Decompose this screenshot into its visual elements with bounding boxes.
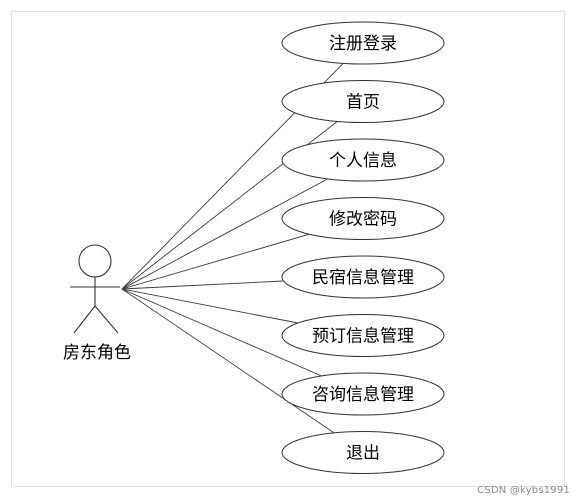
use-case-ellipse xyxy=(281,255,445,299)
watermark: CSDN @kybs1991 xyxy=(477,485,570,496)
actor-head xyxy=(78,244,112,278)
use-case-label: 预订信息管理 xyxy=(312,327,414,347)
use-case-label: 退出 xyxy=(346,444,380,464)
association-line xyxy=(121,288,335,434)
actor-right-leg xyxy=(94,305,119,334)
use-case-ellipse xyxy=(281,80,445,123)
use-case-ellipse xyxy=(281,431,445,474)
association-lines xyxy=(121,63,344,434)
use-case-label: 首页 xyxy=(346,93,380,113)
use-case: 退出 xyxy=(281,431,445,474)
association-line xyxy=(121,233,310,290)
use-case: 咨询信息管理 xyxy=(281,372,445,416)
use-case-label: 个人信息 xyxy=(329,151,397,171)
use-case-label: 修改密码 xyxy=(329,210,397,230)
use-case-label: 咨询信息管理 xyxy=(312,385,414,405)
association-line xyxy=(121,288,299,324)
use-case-ellipse xyxy=(281,138,445,182)
use-case-ellipse xyxy=(281,21,445,65)
use-case-label: 注册登录 xyxy=(329,34,397,54)
use-case: 个人信息 xyxy=(281,138,445,182)
use-case: 注册登录 xyxy=(281,21,445,65)
use-case-ellipse xyxy=(281,372,445,416)
use-case: 预订信息管理 xyxy=(281,314,445,357)
actor-label: 房东角色 xyxy=(63,343,131,363)
actor-figure: 房东角色 xyxy=(63,244,131,363)
association-line xyxy=(121,178,328,290)
association-line xyxy=(121,288,322,377)
association-line xyxy=(121,280,284,290)
use-case-label: 民宿信息管理 xyxy=(312,268,414,288)
use-case-ellipse xyxy=(281,197,445,240)
use-case: 修改密码 xyxy=(281,197,445,240)
actor-left-leg xyxy=(73,305,96,334)
use-case-ellipse xyxy=(281,314,445,357)
use-case: 首页 xyxy=(281,80,445,123)
use-case: 民宿信息管理 xyxy=(281,255,445,299)
